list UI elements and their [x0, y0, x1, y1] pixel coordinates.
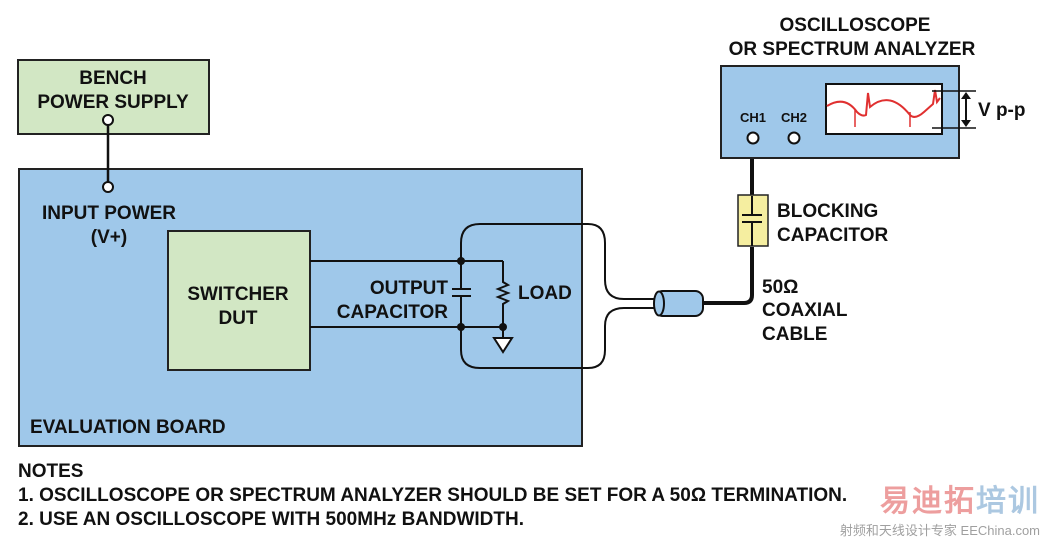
junction-dot — [499, 323, 507, 331]
output-cap-label-2: CAPACITOR — [337, 302, 448, 323]
arrow-down-icon — [961, 120, 971, 127]
input-power-label: INPUT POWER — [42, 203, 176, 224]
ch2-label: CH2 — [781, 110, 807, 125]
blocking-cap-label-1: BLOCKING — [777, 201, 878, 222]
blocking-cap-label-2: CAPACITOR — [777, 225, 888, 246]
probe-wire-ground — [460, 307, 658, 369]
scope-title-2: OR SPECTRUM ANALYZER — [729, 39, 976, 60]
watermark-red: 易迪拓 — [880, 485, 976, 518]
coax-label-1: 50Ω — [762, 277, 798, 298]
bench-terminal — [102, 114, 114, 126]
evaluation-board-label: EVALUATION BOARD — [30, 417, 226, 438]
note-1: 1. OSCILLOSCOPE OR SPECTRUM ANALYZER SHO… — [18, 485, 848, 506]
load-label: LOAD — [518, 283, 572, 304]
ch1-input-jack[interactable] — [746, 131, 760, 145]
dut-label-2: DUT — [218, 308, 257, 329]
arrow-up-icon — [961, 92, 971, 99]
notes: NOTES 1. OSCILLOSCOPE OR SPECTRUM ANALYZ… — [18, 460, 847, 532]
dut-label-1: SWITCHER — [187, 284, 289, 305]
scope-screen — [825, 83, 943, 135]
output-cap-label-1: OUTPUT — [370, 278, 449, 299]
watermark: 易迪拓培训 射频和天线设计专家 EEChina.com — [840, 476, 1040, 539]
bench-label-1: BENCH — [79, 68, 147, 89]
notes-title: NOTES — [18, 461, 84, 482]
probe-wire-signal — [460, 223, 658, 300]
ground-icon — [492, 337, 514, 354]
note-2: 2. USE AN OSCILLOSCOPE WITH 500MHz BANDW… — [18, 509, 524, 530]
vpp-label: V p-p — [978, 100, 1026, 121]
coax-cable — [703, 247, 754, 305]
scope-waveform — [826, 89, 941, 118]
switcher-dut-box — [167, 230, 311, 371]
input-vplus-label: (V+) — [91, 227, 127, 248]
ch1-label: CH1 — [740, 110, 766, 125]
watermark-blue: 培训 — [976, 485, 1040, 518]
ch2-input-jack[interactable] — [787, 131, 801, 145]
bench-label-2: POWER SUPPLY — [37, 92, 189, 113]
scope-title-1: OSCILLOSCOPE — [780, 15, 931, 36]
coax-label-2: COAXIAL — [762, 300, 848, 321]
watermark-subtitle: 射频和天线设计专家 EEChina.com — [839, 523, 1040, 538]
coax-connector-end — [653, 290, 665, 317]
coax-label-3: CABLE — [762, 324, 827, 345]
input-power-terminal — [102, 181, 114, 193]
load-resistor — [495, 261, 511, 327]
